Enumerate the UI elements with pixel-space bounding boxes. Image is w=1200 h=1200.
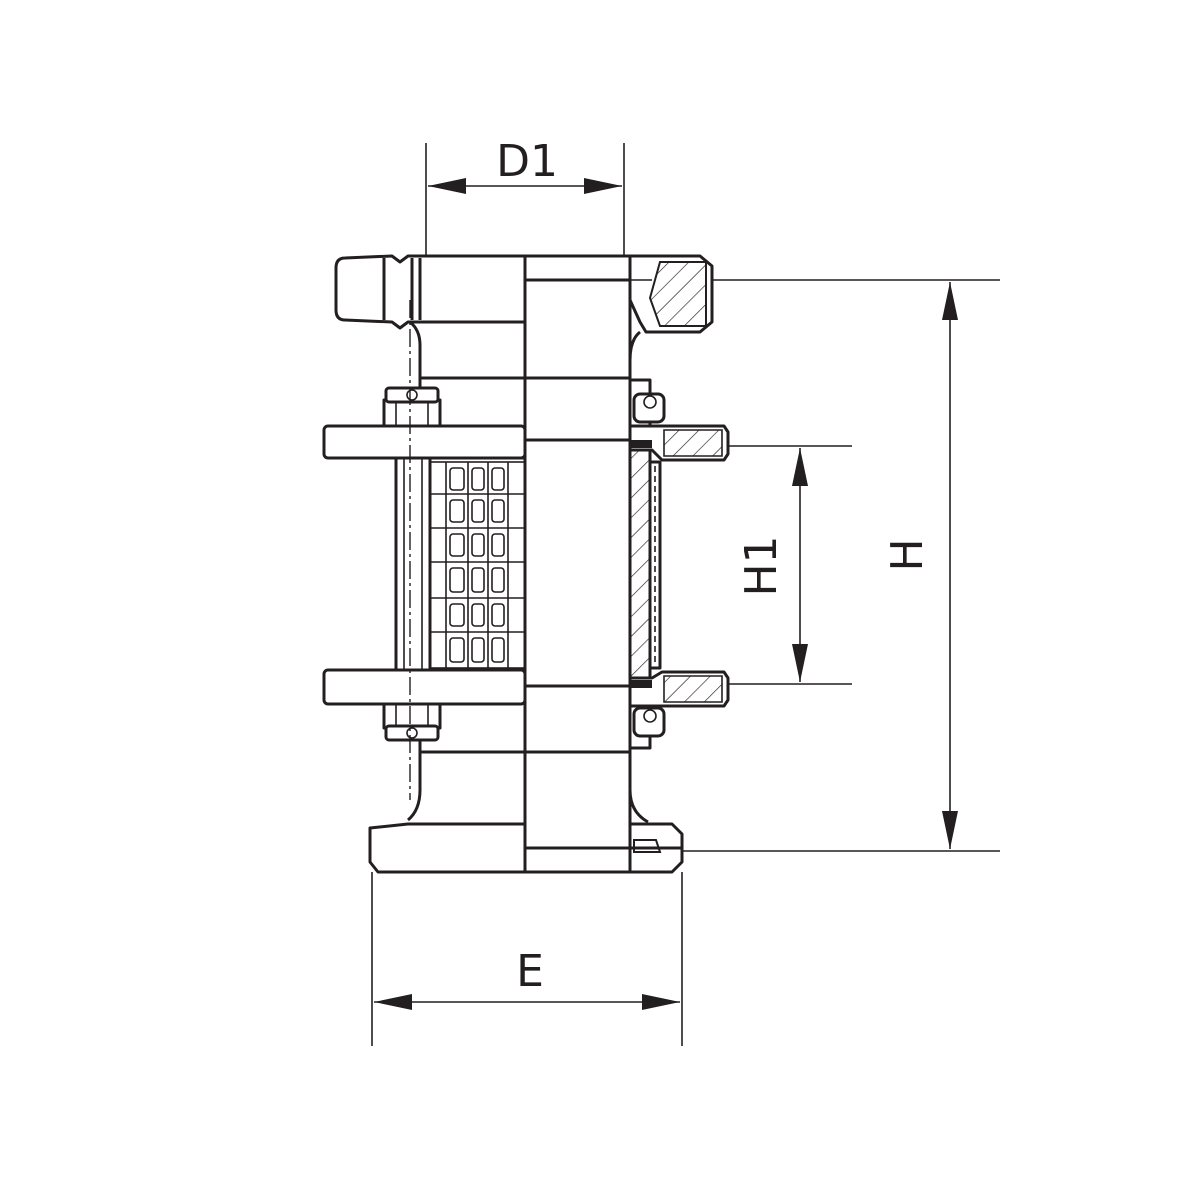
label-h: H [882, 538, 933, 571]
dimension-e: E [371, 872, 683, 1046]
label-e: E [516, 946, 544, 997]
dimension-h: H [682, 279, 1000, 852]
glass-grid [429, 461, 526, 669]
dimension-h1: H1 [728, 445, 852, 685]
central-pipe [523, 254, 632, 874]
label-d1: D1 [496, 136, 558, 187]
sight-glass-body [322, 254, 730, 874]
upper-flange-left [322, 386, 527, 460]
dimension-d1: D1 [425, 136, 625, 256]
label-h1: H1 [736, 535, 787, 596]
lower-flange-left [322, 668, 527, 754]
left-cage [394, 378, 527, 672]
bottom-ferrule [368, 752, 684, 874]
right-section [628, 378, 730, 750]
